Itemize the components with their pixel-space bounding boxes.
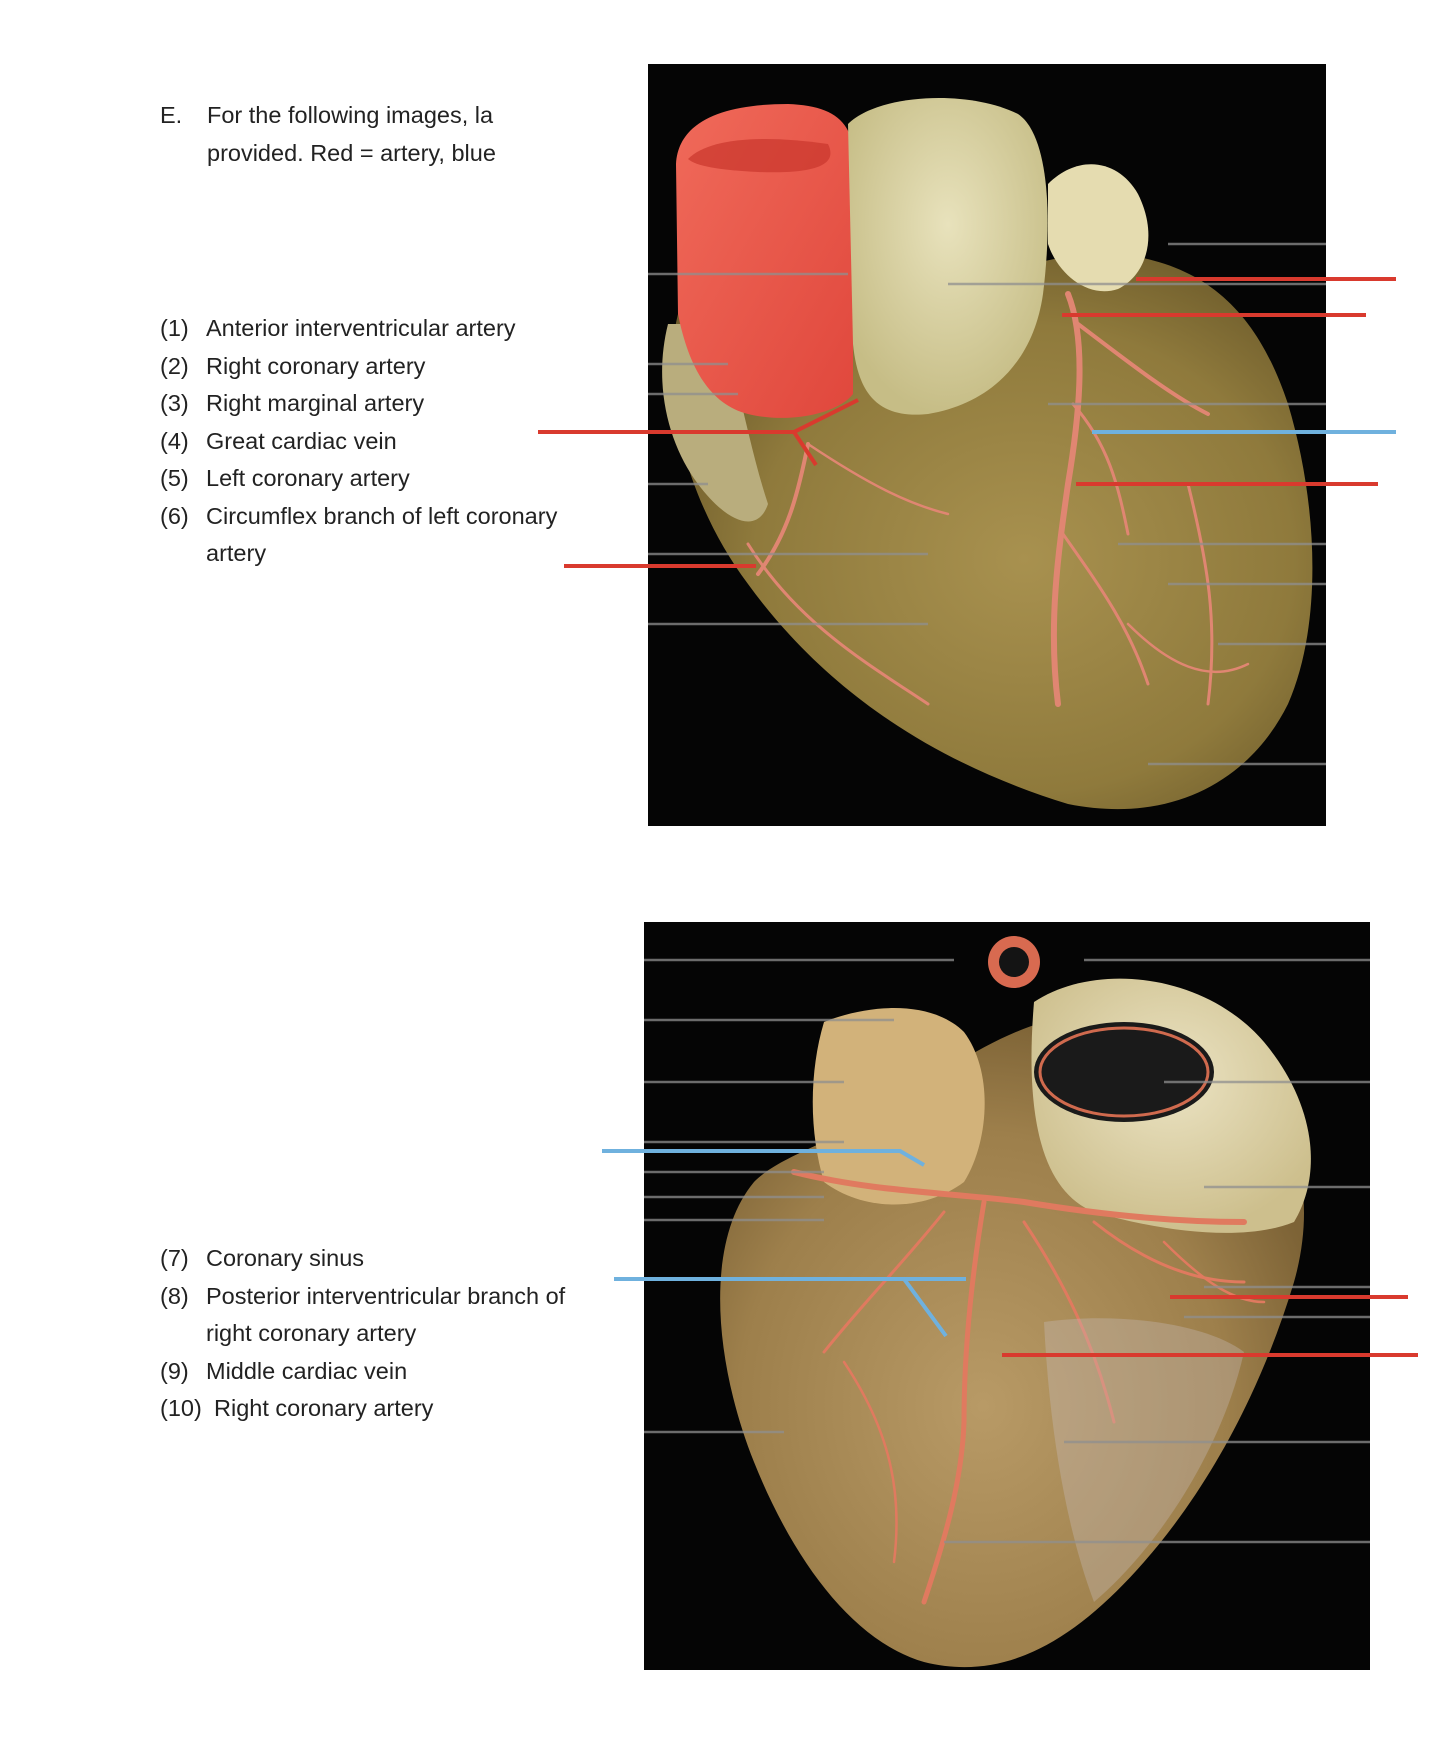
artery-leader-line: [792, 430, 818, 467]
heart-photo-anterior: [648, 64, 1326, 826]
instructions: E. For the following images, la provided…: [160, 96, 530, 176]
heart-posterior-illustration: [644, 936, 1370, 1668]
list-item: (3)Right marginal artery: [160, 390, 425, 416]
list-item: (10)Right coronary artery: [160, 1395, 434, 1421]
vein-leader-line: [602, 1149, 926, 1167]
heart-anterior-illustration: [648, 97, 1326, 810]
list-item: (9)Middle cardiac vein: [160, 1357, 408, 1384]
list-item: (7)Coronary sinus: [160, 1245, 365, 1271]
label-list-anterior: (1)Anterior interventricular artery (2)R…: [160, 310, 590, 573]
artery-leader-line: [538, 398, 859, 434]
list-item: (8)Posterior interventricular branch of …: [160, 1282, 566, 1347]
instructions-text: For the following images, la provided. R…: [207, 96, 496, 172]
list-item: (1)Anterior interventricular artery: [160, 315, 516, 341]
list-item: (5)Left coronary artery: [160, 465, 410, 491]
label-list-posterior: (7)Coronary sinus (8)Posterior intervent…: [160, 1240, 590, 1428]
list-item: (2)Right coronary artery: [160, 352, 426, 379]
list-item: (4)Great cardiac vein: [160, 427, 397, 454]
vein-leader-line: [614, 1277, 948, 1338]
instructions-line-2: provided. Red = artery, blue: [207, 140, 496, 166]
section-letter: E.: [160, 102, 183, 128]
instructions-line-1: For the following images, la: [207, 102, 494, 128]
list-item: (6)Circumflex branch of left coronary ar…: [160, 502, 558, 567]
